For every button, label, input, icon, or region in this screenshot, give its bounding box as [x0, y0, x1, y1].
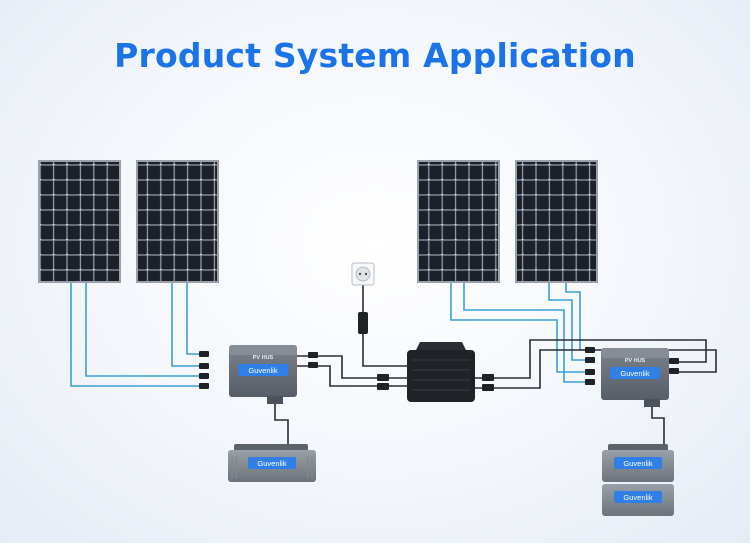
- battery-brand: Guvenlik: [623, 493, 652, 502]
- pv-hub-right: PV HUS Guvenlik: [601, 348, 669, 407]
- cable-connectors: [199, 312, 679, 391]
- micro-inverter: [407, 342, 475, 402]
- wall-socket: [351, 262, 375, 286]
- hub-label: PV HUS: [625, 358, 646, 364]
- hub-brand: Guvenlik: [620, 369, 649, 378]
- battery-brand: Guvenlik: [623, 459, 652, 468]
- pv-cables: [70, 283, 592, 387]
- solar-panel-1: [38, 160, 121, 283]
- hub-label: PV HUS: [253, 355, 274, 361]
- battery-left: Guvenlik: [228, 444, 316, 482]
- battery-stack-right: Guvenlik Guvenlik: [602, 444, 674, 516]
- battery-brand: Guvenlik: [257, 459, 286, 468]
- pv-hub-left: PV HUS Guvenlik: [229, 345, 297, 404]
- solar-panel-4: [515, 160, 598, 283]
- solar-panel-2: [136, 160, 219, 283]
- solar-panel-3: [417, 160, 500, 283]
- page-title: Product System Application: [114, 36, 636, 75]
- hub-brand: Guvenlik: [248, 366, 277, 375]
